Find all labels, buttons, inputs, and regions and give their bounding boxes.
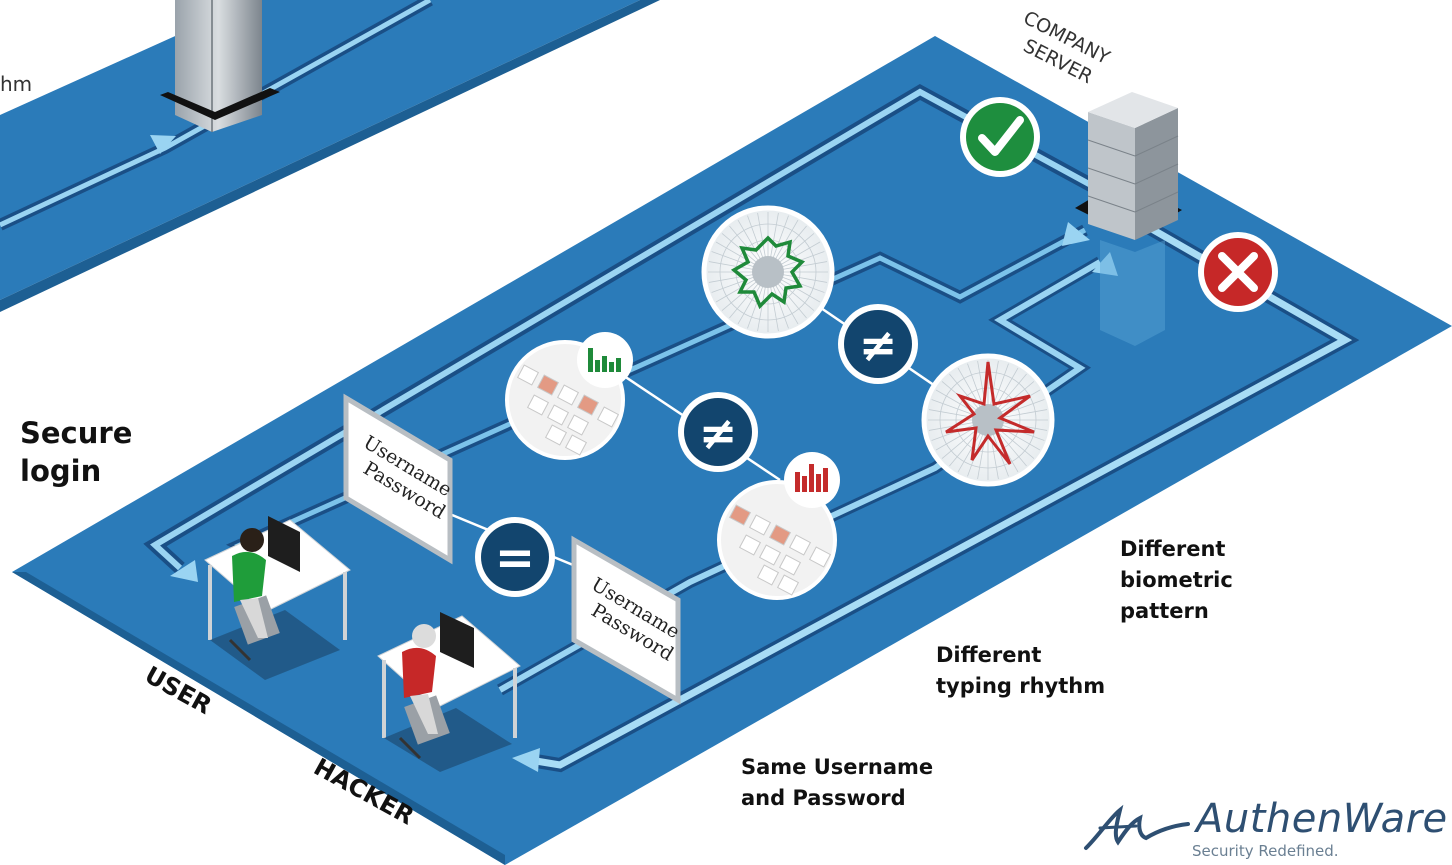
cross-icon: [1218, 252, 1258, 292]
hacker-biometric-dial: [921, 353, 1055, 487]
red-pattern-shape: [945, 361, 1035, 465]
truncated-caption: hm: [0, 72, 33, 96]
hacker-person-shirt: [402, 647, 436, 698]
secure-login-line-2: login: [20, 454, 102, 488]
arrow-to-server-2-icon: [1092, 252, 1118, 276]
green-pattern-shape: [730, 235, 806, 310]
bio-line-2: biometric: [1120, 568, 1233, 592]
not-equal-badge-2: ≠: [838, 304, 918, 384]
not-equal-badge-1: ≠: [678, 392, 758, 472]
user-person-shirt: [232, 551, 266, 602]
not-equal-sign-1: ≠: [699, 406, 738, 460]
same-line-1: Same Username: [741, 755, 934, 779]
background-platform: [0, 0, 660, 312]
path-arrows: [170, 222, 1118, 772]
check-badge: [960, 97, 1040, 177]
reject-badge: [1198, 232, 1278, 312]
equal-badge: =: [475, 517, 555, 597]
not-equal-sign-2: ≠: [859, 318, 898, 372]
hacker-keyboard-circle: [717, 480, 837, 600]
logo-tagline: Security Redefined.: [1192, 842, 1339, 860]
same-credentials-label: Same Username and Password: [741, 752, 933, 814]
typing-rhythm-label: Different typing rhythm: [936, 640, 1105, 702]
company-server-icon: [1075, 92, 1182, 346]
arrow-to-server-icon: [1062, 222, 1090, 246]
authenware-mark-icon: [1084, 804, 1190, 850]
bg-server-icon: [160, 0, 280, 132]
bg-arrow-icon: [150, 135, 176, 154]
red-rhythm-chart-icon: [784, 452, 840, 508]
arrow-to-user-icon: [170, 560, 198, 582]
rhythm-line-2: typing rhythm: [936, 674, 1106, 698]
secure-login-line-1: Secure: [20, 416, 133, 450]
hacker-workstation-icon: [377, 612, 521, 772]
arrow-to-hacker-icon: [512, 748, 540, 772]
green-rhythm-chart-icon: [577, 332, 633, 388]
same-line-2: and Password: [741, 786, 906, 810]
logo-name: AuthenWare: [1196, 796, 1448, 842]
rhythm-line-1: Different: [936, 643, 1042, 667]
biometric-pattern-label: Different biometric pattern: [1120, 534, 1233, 627]
check-icon: [978, 116, 1024, 156]
bio-line-1: Different: [1120, 537, 1226, 561]
authenware-logo: AuthenWare Security Redefined.: [1080, 796, 1452, 865]
user-workstation-icon: [204, 516, 351, 680]
bio-line-3: pattern: [1120, 599, 1209, 623]
equal-sign: =: [495, 530, 535, 586]
user-biometric-dial: [701, 205, 835, 339]
secure-login-label: Secure login: [20, 414, 132, 490]
